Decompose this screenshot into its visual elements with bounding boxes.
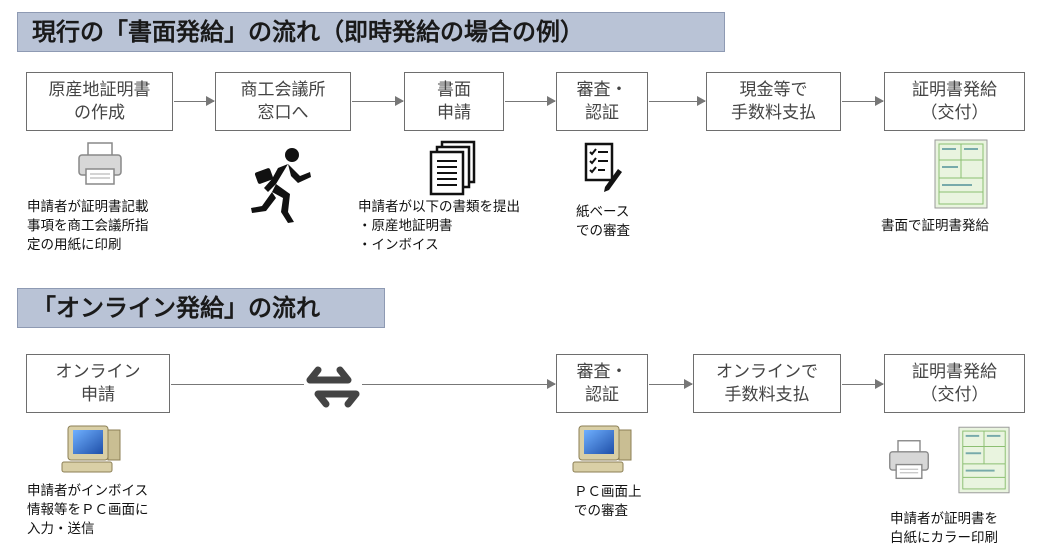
note-paper-issuance: 書面で証明書発給 — [881, 218, 989, 234]
note-submit-documents: 申請者が以下の書類を提出 ・原産地証明書 ・インボイス — [358, 199, 520, 253]
step-cash-fee-payment: 現金等で 手数料支払 — [706, 72, 841, 131]
step-paper-application: 書面 申請 — [404, 72, 504, 131]
note-color-print: 申請者が証明書を 白紙にカラー印刷 — [890, 511, 998, 546]
flow-arrow — [649, 96, 706, 106]
flow-arrow — [842, 96, 884, 106]
printer-icon — [889, 440, 929, 480]
step-create-certificate: 原産地証明書 の作成 — [26, 72, 173, 131]
step-online-issue-certificate: 証明書発給 （交付） — [884, 354, 1025, 413]
note-pc-review: ＰＣ画面上 での審査 — [574, 484, 642, 519]
flow-arrow — [171, 379, 556, 389]
note-enter-invoice-info: 申請者がインボイス 情報等をＰＣ画面に 入力・送信 — [27, 483, 149, 537]
note-paper-review: 紙ベース での審査 — [576, 204, 630, 239]
step-review-certify: 審査・ 認証 — [556, 72, 648, 131]
step-online-application: オンライン 申請 — [26, 354, 170, 413]
printer-icon — [78, 142, 122, 185]
checklist-icon — [584, 142, 622, 192]
documents-icon — [429, 140, 476, 196]
certificate-icon — [958, 426, 1010, 494]
running-person-icon — [251, 148, 311, 223]
step-online-fee-payment: オンラインで 手数料支払 — [693, 354, 841, 413]
computer-icon — [572, 425, 632, 473]
flow-arrow — [842, 379, 884, 389]
flow-arrow — [505, 96, 556, 106]
flow-arrow — [352, 96, 404, 106]
note-print-on-form: 申請者が証明書記載 事項を商工会議所指 定の用紙に印刷 — [27, 199, 149, 253]
section-title-online: 「オンライン発給」の流れ — [17, 288, 385, 328]
step-go-to-chamber: 商工会議所 窓口へ — [215, 72, 351, 131]
step-issue-certificate: 証明書発給 （交付） — [884, 72, 1025, 131]
step-online-review-certify: 審査・ 認証 — [556, 354, 648, 413]
flow-arrow — [174, 96, 215, 106]
exchange-arrows-icon — [304, 362, 362, 410]
section-title-paper: 現行の「書面発給」の流れ（即時発給の場合の例） — [17, 12, 725, 52]
certificate-icon — [934, 139, 988, 209]
flow-arrow — [649, 379, 693, 389]
computer-icon — [61, 425, 121, 473]
